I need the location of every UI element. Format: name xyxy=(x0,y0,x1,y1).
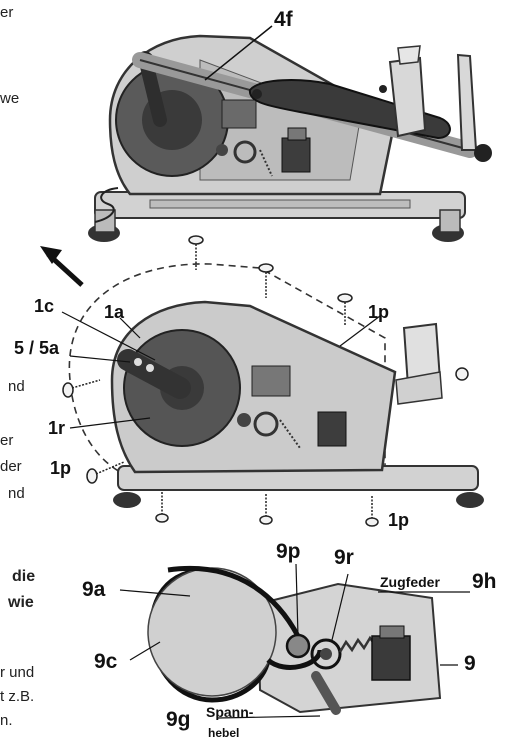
label-1p-bottom: 1p xyxy=(388,510,410,530)
text-fragment: der xyxy=(0,458,22,475)
label-9p: 9p xyxy=(276,540,301,563)
label-9: 9 xyxy=(464,652,476,675)
label-zugfeder: Zugfeder xyxy=(380,574,440,590)
direction-arrow xyxy=(40,246,84,287)
label-5-5a: 5 / 5a xyxy=(14,338,60,358)
text-fragment: we xyxy=(0,90,20,107)
text-fragment: wie xyxy=(8,594,34,611)
label-1p-right: 1p xyxy=(368,302,390,322)
label-1r: 1r xyxy=(48,418,66,438)
label-hebel: hebel xyxy=(208,726,240,740)
trainer-open xyxy=(61,235,484,527)
text-fragment: er xyxy=(0,4,14,21)
label-4f: 4f xyxy=(274,8,293,31)
label-1c: 1c xyxy=(34,296,55,316)
label-spann: Spann- xyxy=(206,704,254,720)
trainer-assembled xyxy=(88,25,492,242)
text-fragment: er xyxy=(0,432,14,449)
text-fragment: t z.B. xyxy=(0,688,35,705)
label-9c: 9c xyxy=(94,650,118,673)
label-1a: 1a xyxy=(104,302,125,322)
text-fragment: die xyxy=(12,568,36,585)
text-fragment: n. xyxy=(0,712,13,729)
tension-detail xyxy=(119,563,470,719)
text-fragment: r und xyxy=(0,664,35,681)
label-9a: 9a xyxy=(82,578,106,601)
label-9g: 9g xyxy=(166,708,191,731)
text-fragment: nd xyxy=(8,378,25,395)
label-1p-left: 1p xyxy=(50,458,72,478)
screws xyxy=(62,235,469,527)
text-fragment: nd xyxy=(8,485,25,502)
label-9r: 9r xyxy=(334,546,354,569)
label-9h: 9h xyxy=(472,570,497,593)
